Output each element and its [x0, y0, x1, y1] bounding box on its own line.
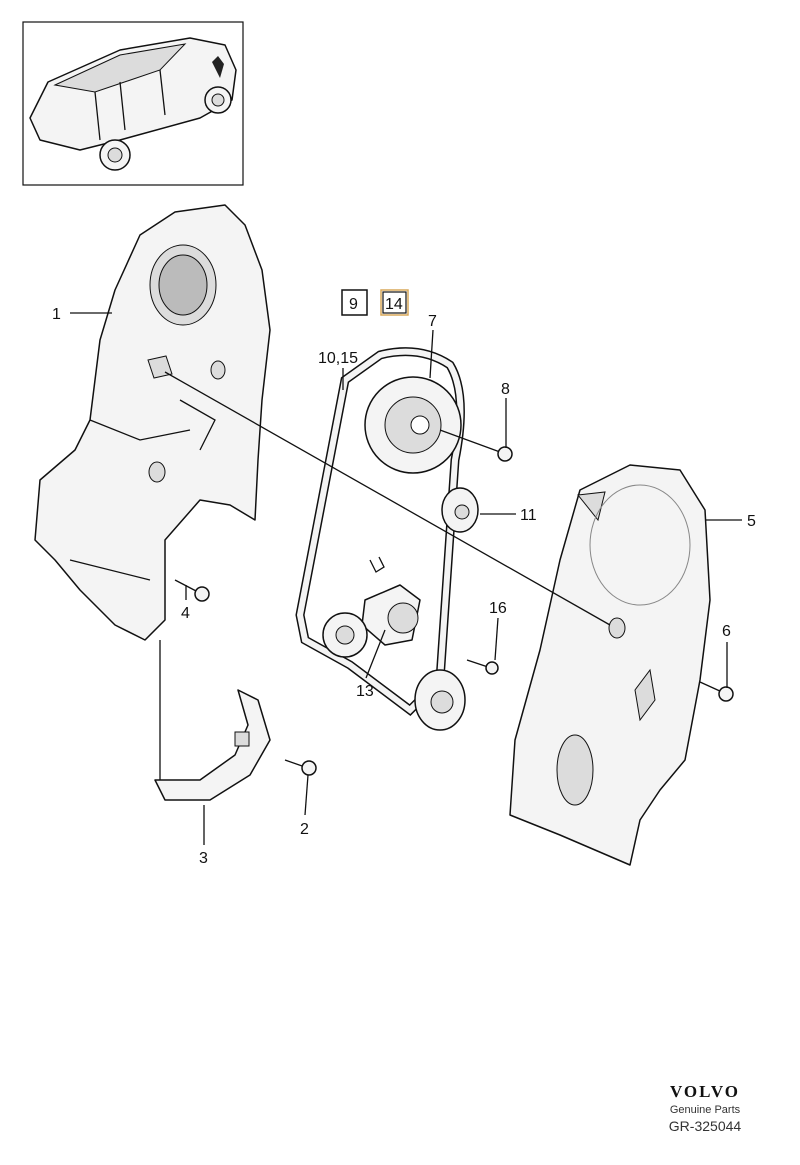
timing-belt-assembly: [295, 347, 479, 731]
callout-7: 7: [428, 313, 437, 330]
part-5-outer-timing-cover: [509, 464, 711, 866]
callout-1: 1: [52, 306, 61, 323]
alignment-line: [164, 371, 611, 626]
diagram-reference: GR-325044: [668, 1118, 742, 1134]
ref-box-14-label: 14: [385, 296, 403, 313]
callout-2: 2: [300, 821, 309, 838]
leader-lines: [70, 312, 742, 845]
vehicle-thumbnail: [22, 21, 244, 186]
brand-block: VOLVO Genuine Parts GR-325044: [650, 1082, 760, 1134]
callout-3: 3: [199, 850, 208, 867]
callout-5: 5: [747, 513, 756, 530]
callout-6: 6: [722, 623, 731, 640]
bolts: [174, 429, 734, 776]
part-3-lower-cover: [154, 689, 271, 801]
callout-13: 13: [356, 683, 374, 700]
part-1-inner-timing-cover: [34, 204, 271, 641]
callout-16: 16: [489, 600, 507, 617]
callout-10-15: 10,15: [318, 350, 358, 367]
brand-tagline: Genuine Parts: [669, 1104, 741, 1116]
callout-11: 11: [520, 507, 537, 524]
ref-box-14: [380, 289, 409, 316]
ref-box-9: [341, 289, 368, 316]
volvo-logo: VOLVO: [669, 1082, 741, 1101]
callout-8: 8: [501, 381, 510, 398]
callout-4: 4: [181, 605, 190, 622]
ref-box-9-label: 9: [349, 296, 358, 313]
ref-box-14-inner: [382, 291, 407, 314]
